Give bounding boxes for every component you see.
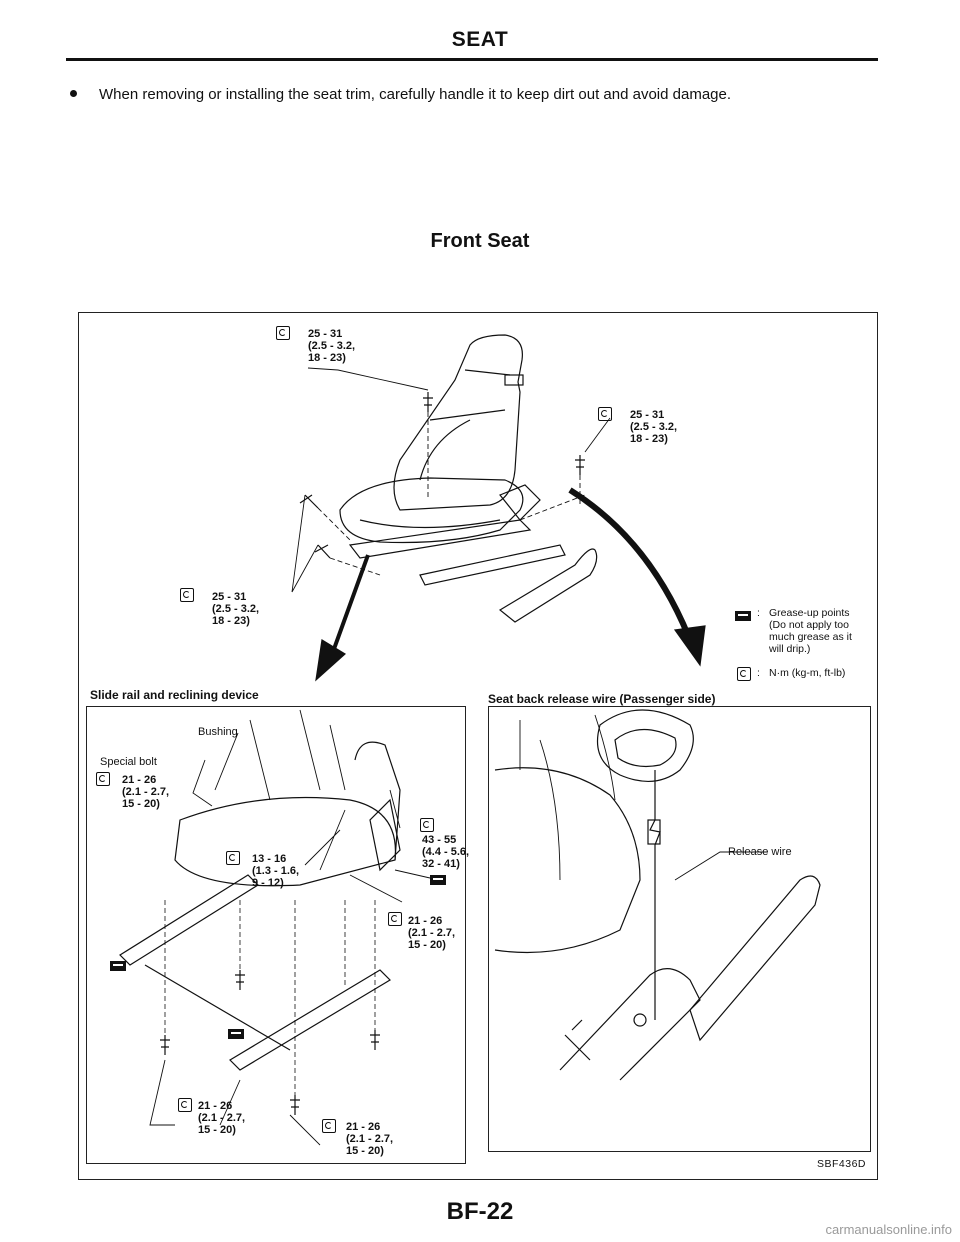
legend-grease-colon: : [757,607,760,619]
torque-icon [388,912,402,931]
panel-lines [249,709,346,801]
leader-line [519,494,586,521]
torque-label-21-bottom-left: 21 - 26 (2.1 - 2.7, 15 - 20) [198,1100,246,1136]
bolt-icon [575,455,585,475]
torque-label-mid-left: 25 - 31 (2.5 - 3.2, 18 - 23) [212,591,260,627]
torque-label-13: 13 - 16 (1.3 - 1.6, 9 - 12) [252,853,300,889]
arrow-head-icon [673,625,706,667]
seat-back-seams [419,369,511,481]
frame-lines [519,714,616,881]
watermark: carmanualsonline.info [825,1222,952,1237]
bolt-icon [370,1030,380,1050]
bullet-icon [70,89,77,97]
leader-line [584,417,611,453]
recliner-mechanism [499,484,541,521]
label-release-wire: Release wire [728,846,792,858]
bolt-icon [314,544,331,559]
grease-icon [228,1026,244,1044]
title-rule [66,58,878,61]
torque-icon [322,1119,336,1138]
leader-line [149,732,431,1146]
leader-line [317,507,381,576]
torque-icon [226,851,240,870]
arrow-head-icon [315,639,347,682]
wire-end [633,1013,647,1027]
rail-left [119,874,259,966]
torque-label-top-left: 25 - 31 (2.5 - 3.2, 18 - 23) [308,328,356,364]
seat-cushion-outline [339,477,524,544]
torque-icon [420,818,434,837]
legend-torque-unit: N·m (kg-m, ft-lb) [769,667,846,679]
seat-lower-frame [559,968,701,1081]
rail-bar [144,964,291,1051]
grease-icon [735,608,751,626]
wire-clip [647,819,661,845]
legend-grease: Grease-up points (Do not apply too much … [769,607,852,655]
seat-rail-right [689,875,821,1042]
rail-right [229,969,391,1071]
bolt-icon [423,392,433,412]
slide-rail-panel [86,706,466,1164]
figure-frame [78,312,878,1180]
torque-icon [180,588,194,607]
torque-label-21-bottom-right: 21 - 26 (2.1 - 2.7, 15 - 20) [346,1121,394,1157]
torque-icon [276,326,290,345]
bolt-icon [235,970,245,990]
seat-rails [348,519,566,586]
note-text: When removing or installing the seat tri… [99,86,732,103]
seat-back-frame [494,767,641,954]
legend-torque-colon: : [757,667,760,679]
panel-seatback [354,741,401,861]
torque-label-top-right: 25 - 31 (2.5 - 3.2, 18 - 23) [630,409,678,445]
torque-label-special-bolt: 21 - 26 (2.1 - 2.7, 15 - 20) [122,774,170,810]
torque-icon [737,667,751,686]
label-special-bolt: Special bolt [100,756,157,768]
torque-icon [178,1098,192,1117]
release-handle [596,709,694,783]
caption-slide-rail: Slide rail and reclining device [90,688,259,702]
cushion-seam [359,519,501,529]
grease-icon [110,958,126,976]
headrest-bracket [504,374,524,386]
bolt-icon [299,494,319,509]
page-title: SEAT [451,28,509,51]
figure-code: SBF436D [816,1158,866,1170]
torque-label-43: 43 - 55 (4.4 - 5.6, 32 - 41) [422,834,470,870]
torque-icon [598,407,612,426]
bolt-icon [160,1035,170,1055]
arrow-right [568,487,693,642]
arrow-left [328,554,370,661]
page-number: BF-22 [446,1198,514,1225]
leader-line [164,900,376,1095]
seat-back-outline [393,334,523,511]
grease-icon [430,872,446,890]
side-trim [498,548,598,623]
release-handle-grip [614,728,677,768]
release-wire [649,770,661,1020]
recliner-plate [369,798,401,872]
leader-line [307,367,429,391]
torque-icon [96,772,110,791]
spring-assembly [564,1019,591,1061]
note-item: When removing or installing the seat tri… [70,86,731,103]
release-wire-panel [488,706,871,1152]
panel-cushion [174,796,397,887]
caption-release-wire: Seat back release wire (Passenger side) [488,692,716,706]
leader-line [291,494,319,593]
section-title: Front Seat [430,230,530,252]
bolt-icon [290,1095,300,1115]
label-bushing: Bushing [198,726,238,738]
leader-line [674,851,768,881]
torque-label-21-right: 21 - 26 (2.1 - 2.7, 15 - 20) [408,915,456,951]
